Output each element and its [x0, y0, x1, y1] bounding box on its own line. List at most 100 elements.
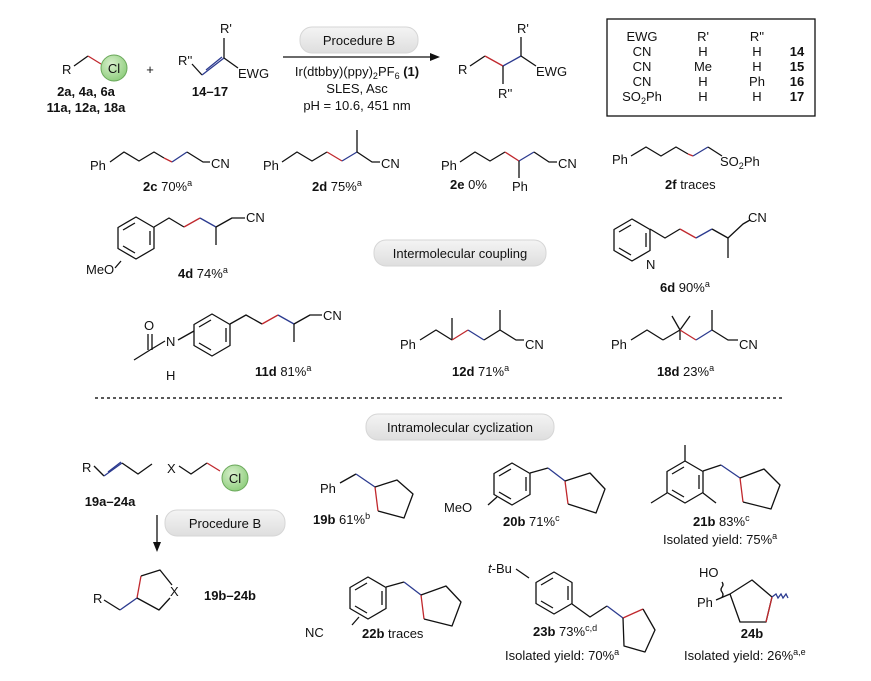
r2-group: R'' — [178, 53, 192, 68]
plus-sign: + — [146, 62, 154, 77]
h-atom: H — [166, 368, 175, 383]
general-product: R R' EWG R'' — [458, 21, 567, 101]
compound-label: 2c 70%a — [143, 178, 192, 194]
table-header-r1: R' — [697, 29, 709, 44]
compound-20b: MeO 20b 71%c — [444, 462, 606, 529]
compound-2e: Ph CN Ph 2e 0% — [441, 151, 577, 194]
compound-22b: NC 22b traces — [305, 576, 462, 641]
table-header-r2: R'' — [750, 29, 764, 44]
compound-24b: HO Ph 24b Isolated yield: 26%a,e — [684, 565, 806, 663]
cell-r2: H — [752, 59, 761, 74]
so2ph-group: SO2Ph — [720, 154, 760, 171]
cell-id: 17 — [790, 89, 804, 104]
ph-group: Ph — [400, 337, 416, 352]
chloride-highlight-icon — [100, 54, 128, 82]
cell-r1: Me — [694, 59, 712, 74]
ph-group: Ph — [512, 179, 528, 194]
ewg-group: EWG — [238, 66, 269, 81]
compound-label: 21b 83%c — [693, 513, 750, 529]
n-atom: N — [166, 334, 175, 349]
compound-6d: N CN 6d 90%a — [613, 210, 767, 295]
arrow-down-icon — [153, 542, 161, 552]
r-group: R — [82, 460, 91, 475]
compound-label: 2d 75%a — [312, 178, 362, 194]
reactant-alkene: R'' R' EWG 14–17 — [178, 21, 269, 99]
nc-group: NC — [305, 625, 324, 640]
chloride-highlight-icon — [221, 464, 249, 492]
wavy-bond-icon — [720, 581, 724, 598]
isolated-yield: Isolated yield: 26%a,e — [684, 647, 806, 663]
cl-atom: Cl — [108, 61, 120, 76]
cell-id: 14 — [790, 44, 805, 59]
compound-2f: Ph SO2Ph 2f traces — [612, 146, 760, 192]
catalyst: Ir(dtbby)(ppy)2PF6 (1) — [295, 64, 419, 81]
cell-r1: H — [698, 44, 707, 59]
cn-group: CN — [323, 308, 342, 323]
o-atom: O — [144, 318, 154, 333]
wavy-methyl-icon — [771, 592, 789, 600]
intermolecular-label: Intermolecular coupling — [393, 246, 527, 261]
ph-group: Ph — [90, 158, 106, 173]
intramolecular-product: R X 19b–24b — [93, 569, 256, 611]
compound-21b: 21b 83%c Isolated yield: 75%a — [650, 445, 781, 547]
product-label: 19b–24b — [204, 588, 256, 603]
meo-group: MeO — [444, 500, 472, 515]
compound-label: 12d 71%a — [452, 363, 509, 379]
compound-label: 2e 0% — [450, 177, 487, 192]
x-atom: X — [167, 461, 176, 476]
cn-group: CN — [748, 210, 767, 225]
cell-r2: Ph — [749, 74, 765, 89]
cell-id: 15 — [790, 59, 804, 74]
arrow-head-icon — [430, 53, 440, 61]
product-r1: R' — [517, 21, 529, 36]
compound-2c: Ph CN 2c 70%a — [90, 151, 230, 194]
table-row: SO2Ph H H 17 — [622, 89, 804, 106]
cell-ewg: CN — [633, 74, 652, 89]
ph-group: Ph — [263, 158, 279, 173]
cn-group: CN — [558, 156, 577, 171]
cell-r2: H — [752, 44, 761, 59]
r-group: R — [62, 62, 71, 77]
table-header-ewg: EWG — [626, 29, 657, 44]
cell-r1: H — [698, 89, 707, 104]
procedure-badge-2 — [164, 509, 286, 537]
compound-label: 19b 61%b — [313, 511, 370, 527]
conditions-line-3: pH = 10.6, 451 nm — [303, 98, 410, 113]
ph-group: Ph — [697, 595, 713, 610]
compound-label: 24b — [741, 626, 763, 641]
compound-12d: Ph CN 12d 71%a — [400, 310, 544, 379]
intermolecular-badge — [373, 239, 547, 267]
r-group: R — [93, 591, 102, 606]
cell-ewg: CN — [633, 59, 652, 74]
compound-4d: MeO CN 4d 74%a — [86, 210, 265, 281]
reaction-arrow: Procedure B Ir(dtbby)(ppy)2PF6 (1) SLES,… — [283, 26, 440, 113]
cell-ewg: SO2Ph — [622, 89, 662, 106]
compound-label: 2f traces — [665, 177, 716, 192]
compound-label: 22b traces — [362, 626, 424, 641]
ph-group: Ph — [320, 481, 336, 496]
compound-2d: Ph CN 2d 75%a — [263, 130, 400, 194]
compound-18d: Ph CN 18d 23%a — [611, 310, 758, 379]
compound-label: 23b 73%c,d — [533, 623, 597, 639]
procedure-badge — [299, 26, 419, 54]
substrate-label: 19a–24a — [85, 494, 136, 509]
intramolecular-badge — [365, 413, 555, 441]
n-atom: N — [646, 257, 655, 272]
compound-label: 20b 71%c — [503, 513, 560, 529]
cn-group: CN — [739, 337, 758, 352]
isolated-yield: Isolated yield: 70%a — [505, 647, 619, 663]
cl-atom: Cl — [229, 471, 241, 486]
cell-r1: H — [698, 74, 707, 89]
intramolecular-substrate: R X Cl 19a–24a — [82, 460, 249, 509]
cn-group: CN — [381, 156, 400, 171]
x-atom: X — [170, 584, 179, 599]
compound-19b: Ph 19b 61%b — [313, 473, 414, 527]
compound-11d: O N H CN 11d 81%a — [133, 308, 342, 383]
cell-r2: H — [752, 89, 761, 104]
r1-group: R' — [220, 21, 232, 36]
product-r: R — [458, 62, 467, 77]
product-ewg: EWG — [536, 64, 567, 79]
procedure-label-2: Procedure B — [189, 516, 261, 531]
